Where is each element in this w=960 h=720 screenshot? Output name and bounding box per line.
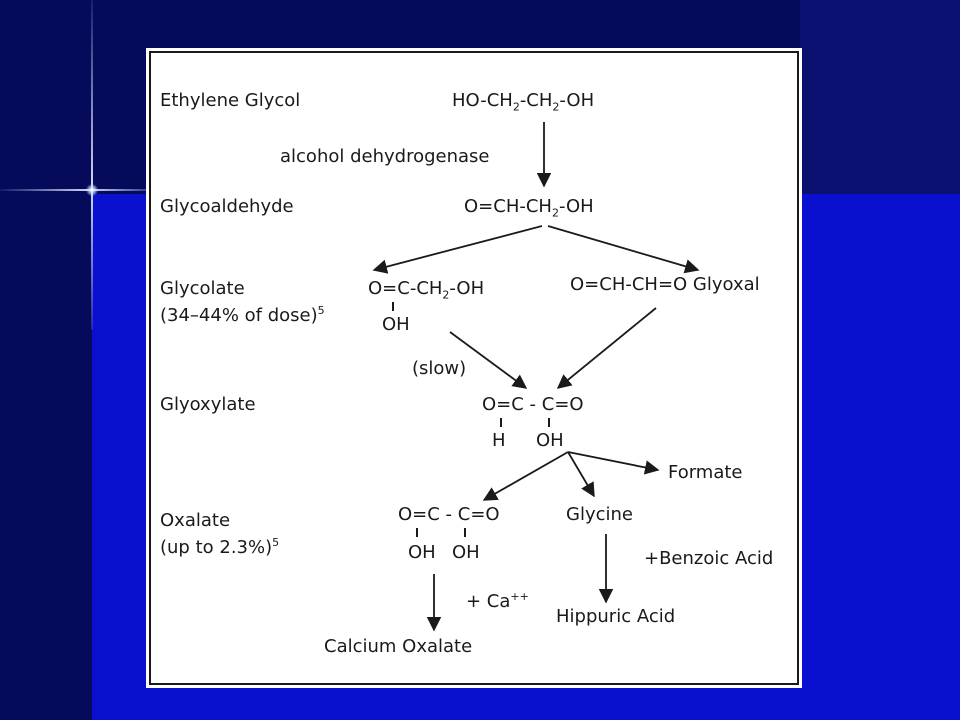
- sparkle-vertical: [91, 0, 93, 330]
- formula-oxalate-oh-2: OH: [452, 542, 480, 563]
- arrow-to-glycolate: [372, 225, 543, 274]
- diagram-lines: [149, 51, 799, 685]
- label-alcohol-dehydrogenase: alcohol dehydrogenase: [280, 146, 490, 167]
- sparkle-icon: [86, 184, 98, 196]
- bond-tick: [500, 418, 502, 427]
- label-glycolate: Glycolate: [160, 278, 245, 299]
- product-hippuric-acid: Hippuric Acid: [556, 606, 676, 627]
- product-calcium-oxalate: Calcium Oxalate: [324, 636, 473, 657]
- arrow-to-oxalate: [482, 451, 569, 501]
- arrow-to-glyoxal: [547, 225, 700, 274]
- label-glycolate-dose: (34–44% of dose)5: [160, 304, 325, 326]
- arrow-to-glycine: [567, 451, 595, 498]
- arrow-glyoxal-to-glyoxylate: [556, 307, 657, 389]
- label-glycoaldehyde: Glycoaldehyde: [160, 196, 294, 217]
- label-oxalate: Oxalate: [160, 510, 231, 531]
- bond-tick: [392, 302, 394, 311]
- arrow-to-formate: [567, 451, 660, 475]
- formula-glycolate: O=C-CH2-OH: [368, 278, 485, 302]
- bond-tick: [464, 528, 466, 537]
- formula-glyoxylate-oh: OH: [536, 430, 564, 451]
- label-ethylene-glycol: Ethylene Glycol: [160, 90, 301, 111]
- arrow-glycolate-to-glyoxylate: [449, 331, 528, 389]
- product-calcium: + Ca++: [466, 590, 529, 612]
- product-benzoic-acid: +Benzoic Acid: [644, 548, 774, 569]
- formula-ethylene-glycol: HO-CH2-CH2-OH: [452, 90, 595, 114]
- formula-glyoxylate-h: H: [492, 430, 506, 451]
- diagram-frame: [149, 51, 799, 685]
- label-glyoxylate: Glyoxylate: [160, 394, 256, 415]
- formula-glycoaldehyde: O=CH-CH2-OH: [464, 196, 594, 220]
- sparkle-horizontal: [0, 189, 150, 191]
- formula-glycolate-oh: OH: [382, 314, 410, 335]
- formula-oxalate: O=C - C=O: [398, 504, 500, 525]
- metabolism-diagram-panel: Ethylene Glycol alcohol dehydrogenase Gl…: [146, 48, 802, 688]
- formula-glyoxal: O=CH-CH=O Glyoxal: [570, 274, 760, 295]
- label-oxalate-dose: (up to 2.3%)5: [160, 536, 280, 558]
- formula-glyoxylate: O=C - C=O: [482, 394, 584, 415]
- formula-oxalate-oh-1: OH: [408, 542, 436, 563]
- product-formate: Formate: [668, 462, 743, 483]
- label-slow: (slow): [412, 358, 467, 379]
- product-glycine: Glycine: [566, 504, 633, 525]
- bond-tick: [548, 418, 550, 427]
- background-top-right: [800, 0, 960, 194]
- bond-tick: [416, 528, 418, 537]
